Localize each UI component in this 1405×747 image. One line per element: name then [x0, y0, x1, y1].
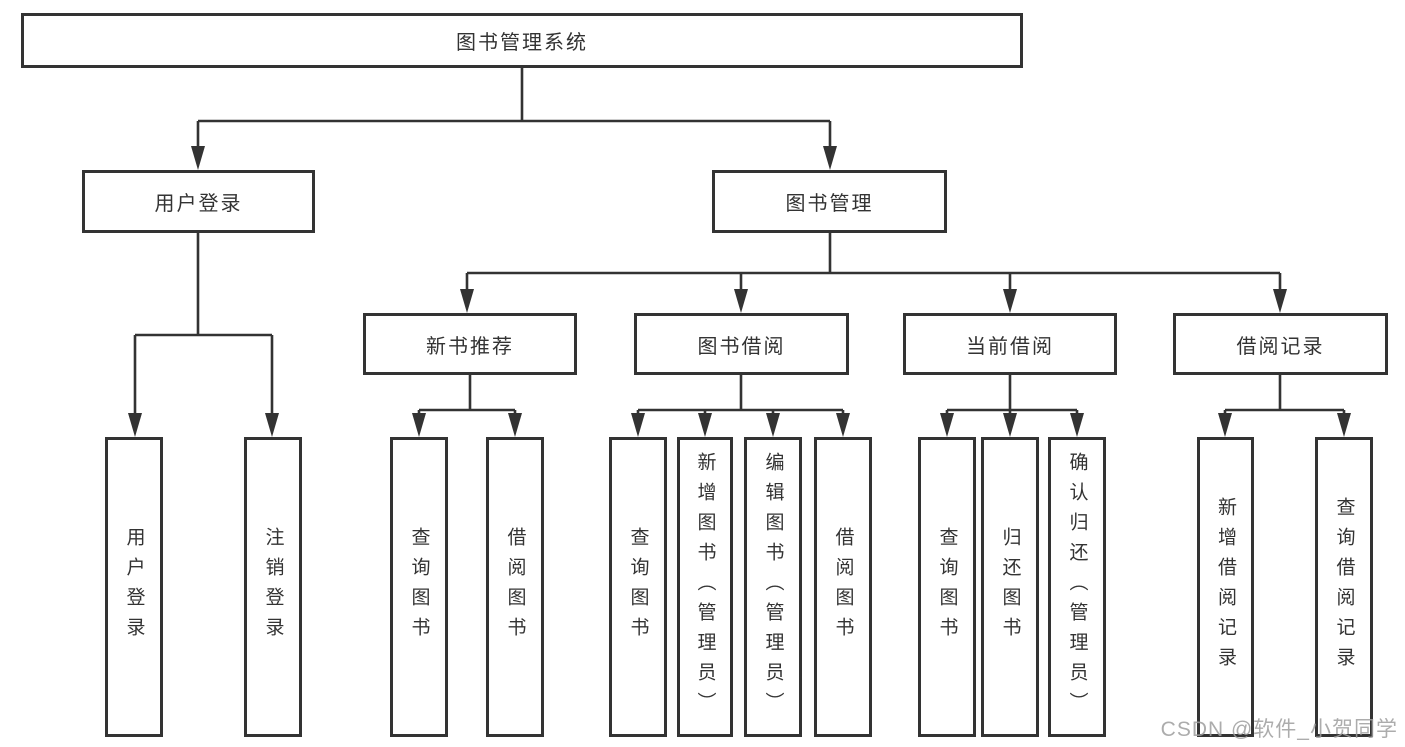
leaf-add-borrow-record: 新增借阅记录	[1197, 437, 1254, 737]
node-new-book-recommend: 新书推荐	[363, 313, 577, 375]
leaf-query-books-borrow-label: 查询图书	[627, 527, 649, 647]
node-book-borrow: 图书借阅	[634, 313, 849, 375]
leaf-add-borrow-record-label: 新增借阅记录	[1215, 497, 1236, 677]
node-root-label: 图书管理系统	[456, 32, 588, 54]
leaf-borrow-books-borrow-label: 借阅图书	[832, 527, 854, 647]
node-book-management-label: 图书管理	[785, 193, 874, 215]
leaf-edit-book-admin: 编辑图书（管理员）	[744, 437, 802, 737]
leaf-query-books-current-label: 查询图书	[936, 527, 958, 647]
leaf-borrow-books-newbook: 借阅图书	[486, 437, 544, 737]
leaf-add-book-admin-label: 新增图书（管理员）	[694, 452, 716, 722]
leaf-borrow-books-borrow: 借阅图书	[814, 437, 872, 737]
node-book-management: 图书管理	[712, 170, 947, 233]
node-book-borrow-label: 图书借阅	[697, 335, 786, 358]
node-user-login: 用户登录	[82, 170, 315, 233]
node-root-system: 图书管理系统	[21, 13, 1023, 68]
leaf-query-books-current: 查询图书	[918, 437, 976, 737]
leaf-logout: 注销登录	[244, 437, 302, 737]
leaf-logout-label: 注销登录	[262, 527, 284, 647]
leaf-confirm-return-admin-label: 确认归还（管理员）	[1066, 452, 1088, 722]
node-user-login-label: 用户登录	[154, 193, 243, 215]
node-current-borrow: 当前借阅	[903, 313, 1117, 375]
leaf-query-books-newbook: 查询图书	[390, 437, 448, 737]
leaf-return-books: 归还图书	[981, 437, 1039, 737]
watermark: CSDN @软件_小贺同学	[1160, 718, 1398, 741]
leaf-edit-book-admin-label: 编辑图书（管理员）	[762, 452, 784, 722]
node-borrow-records-label: 借阅记录	[1236, 335, 1325, 358]
leaf-query-borrow-record: 查询借阅记录	[1315, 437, 1373, 737]
leaf-query-books-newbook-label: 查询图书	[408, 527, 430, 647]
leaf-confirm-return-admin: 确认归还（管理员）	[1048, 437, 1106, 737]
node-borrow-records: 借阅记录	[1173, 313, 1388, 375]
leaf-borrow-books-newbook-label: 借阅图书	[504, 527, 526, 647]
leaf-user-login: 用户登录	[105, 437, 163, 737]
leaf-add-book-admin: 新增图书（管理员）	[677, 437, 733, 737]
node-current-borrow-label: 当前借阅	[966, 335, 1054, 358]
node-new-book-recommend-label: 新书推荐	[426, 335, 514, 358]
leaf-user-login-label: 用户登录	[123, 527, 145, 647]
leaf-query-books-borrow: 查询图书	[609, 437, 667, 737]
leaf-return-books-label: 归还图书	[999, 527, 1021, 647]
leaf-query-borrow-record-label: 查询借阅记录	[1333, 497, 1355, 677]
